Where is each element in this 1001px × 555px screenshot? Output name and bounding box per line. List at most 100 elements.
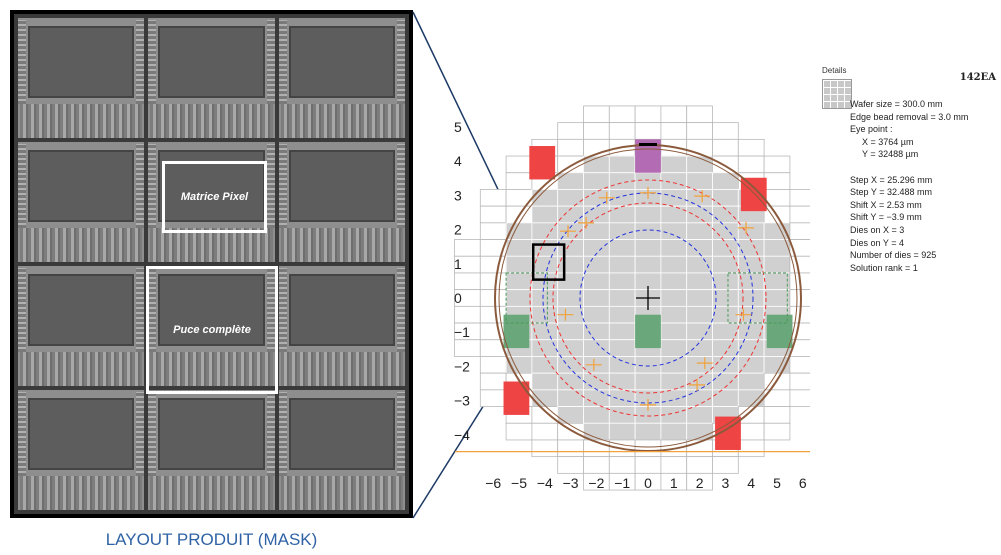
y-tick-label: −3 <box>454 393 470 409</box>
details-line: Eye point : <box>850 124 893 135</box>
wafer-die <box>505 255 533 274</box>
x-tick-label: 3 <box>722 475 730 491</box>
wafer-die <box>737 339 765 357</box>
wafer-die <box>712 356 739 374</box>
wafer-die <box>712 189 739 207</box>
green-die <box>635 314 661 349</box>
wafer-cell-outline <box>660 456 688 474</box>
wafer-die <box>531 239 559 257</box>
wafer-cell-outline <box>712 456 739 474</box>
mask-die <box>18 142 145 262</box>
wafer-die <box>608 305 636 324</box>
details-line: Step X = 25.296 mm <box>850 174 933 185</box>
mask-die <box>278 390 405 510</box>
y-tick-label: 1 <box>454 256 462 272</box>
wafer-cell-outline <box>763 155 791 174</box>
mask-die-pads <box>150 104 273 138</box>
details-line: Shift X = 2.53 mm <box>850 199 922 210</box>
wafer-die <box>583 172 610 190</box>
mask-die-core <box>288 26 395 98</box>
mask-die-core <box>28 150 135 222</box>
mask-die-core <box>288 274 395 346</box>
wafer-die <box>608 372 636 391</box>
mask-die <box>278 266 405 386</box>
edge-bead-ring <box>498 148 798 448</box>
x-tick-label: −2 <box>588 475 604 491</box>
wafer-cell-outline <box>531 422 559 441</box>
wafer-cell-outline <box>660 122 688 140</box>
mask-die-right-pads <box>136 268 145 352</box>
mask-die-pads <box>20 352 143 386</box>
mask-layout-image: Matrice Pixel Puce complète <box>10 10 413 518</box>
wafer-die <box>686 172 713 190</box>
wafer-die <box>531 255 559 274</box>
full-chip-highlight: Puce complète <box>146 266 278 394</box>
wafer-die <box>660 255 688 274</box>
wafer-cell-outline <box>763 172 791 190</box>
wafer-die <box>686 305 713 324</box>
x-tick-label: 4 <box>747 475 755 491</box>
wafer-die <box>634 222 662 240</box>
wafer-die <box>634 356 662 374</box>
wafer-die <box>583 305 610 324</box>
wafer-cell-outline <box>583 122 610 140</box>
wafer-die <box>557 272 584 291</box>
wafer-cell-outline <box>531 439 559 458</box>
wafer-die <box>634 205 662 224</box>
details-line: Number of dies = 925 <box>850 250 937 261</box>
x-tick-label: 1 <box>670 475 678 491</box>
wafer-die <box>608 222 636 240</box>
wafer-die <box>557 239 584 257</box>
wafer-die <box>660 205 688 224</box>
wafer-die <box>737 239 765 257</box>
y-tick-label: 4 <box>454 153 462 169</box>
wafer-cell-outline <box>686 122 713 140</box>
wafer-die <box>608 322 636 341</box>
mask-die-right-pads <box>136 392 145 476</box>
details-line: Shift Y = −3.9 mm <box>850 212 922 223</box>
wafer-cell-outline <box>479 322 507 341</box>
details-label: Details <box>822 66 847 75</box>
wafer-cell-outline <box>557 456 584 474</box>
wafer-die <box>686 272 713 291</box>
wafer-die <box>557 189 584 207</box>
wafer-cell-outline <box>789 189 810 207</box>
details-line: Edge bead removal = 3.0 mm <box>850 111 969 122</box>
y-tick-label: 3 <box>454 187 462 203</box>
mask-die-pads <box>20 104 143 138</box>
wafer-cell-outline <box>634 105 662 124</box>
mask-die <box>148 390 275 510</box>
wafer-die <box>557 172 584 190</box>
details-thumbnail[interactable] <box>822 79 852 109</box>
x-tick-label: 6 <box>799 475 807 491</box>
wafer-die <box>712 272 739 291</box>
mask-die <box>18 18 145 138</box>
wafer-die <box>531 339 559 357</box>
red-die <box>740 177 767 212</box>
wafer-cell-outline <box>660 105 688 124</box>
alignment-zone <box>505 272 548 324</box>
mask-die <box>18 266 145 386</box>
wafer-cell-outline <box>608 122 636 140</box>
mask-die-left-pads <box>278 144 287 228</box>
wafer-die <box>660 272 688 291</box>
y-tick-label: −1 <box>454 324 470 340</box>
wafer-die <box>737 356 765 374</box>
details-title: 142EA <box>959 72 996 83</box>
mask-die-pads <box>150 228 273 262</box>
wafer-die <box>660 222 688 240</box>
dashed-circle <box>552 202 744 394</box>
wafer-die <box>531 322 559 341</box>
wafer-cell-outline <box>763 406 791 424</box>
wafer-die <box>660 389 688 407</box>
wafer-die <box>583 372 610 391</box>
wafer-die <box>583 322 610 341</box>
wafer-die <box>686 356 713 374</box>
wafer-die <box>737 389 765 407</box>
wafer-die <box>712 239 739 257</box>
mask-die-pads <box>280 352 403 386</box>
pixel-matrix-label: Matrice Pixel <box>180 191 249 203</box>
wafer-cell-outline <box>608 456 636 474</box>
x-tick-label: −5 <box>511 475 527 491</box>
